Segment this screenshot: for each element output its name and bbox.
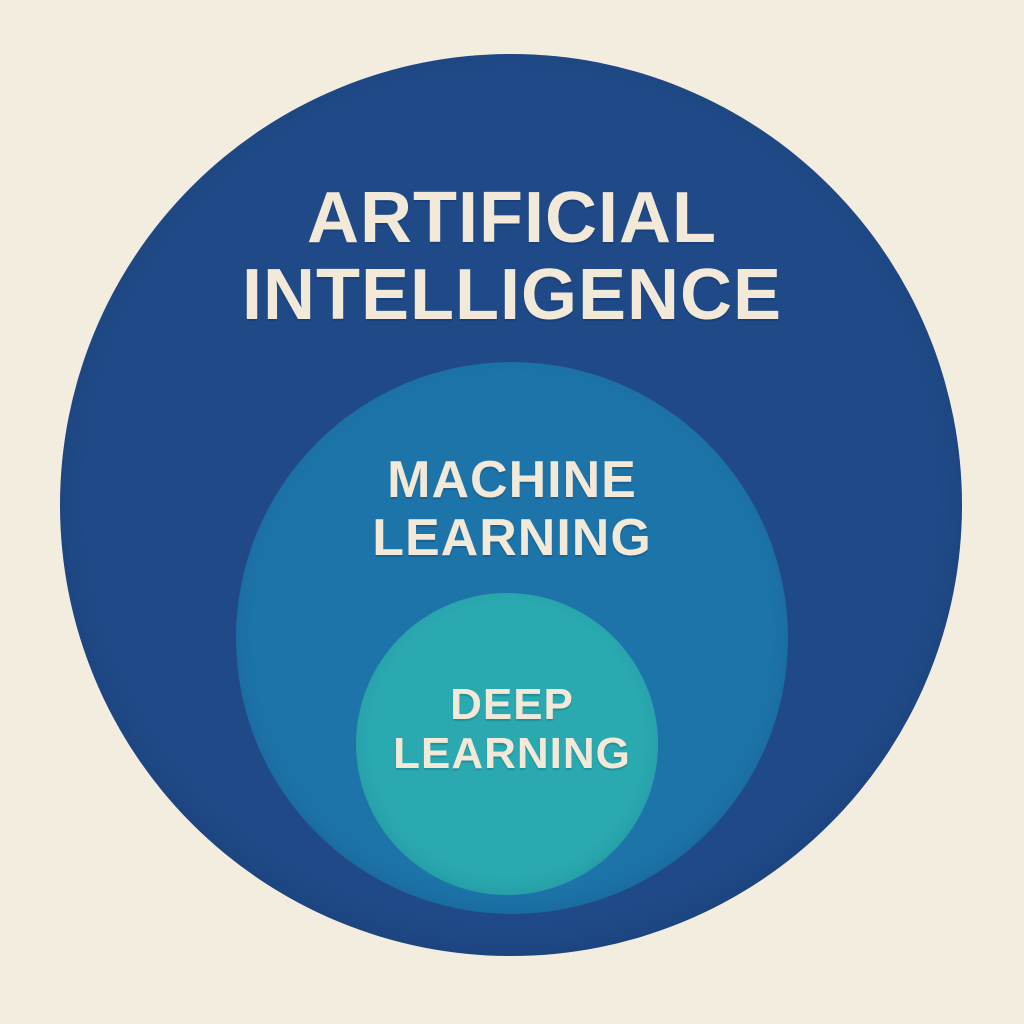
ai-label-line-2: INTELLIGENCE xyxy=(241,255,782,335)
deep-learning-label: DEEP LEARNING xyxy=(0,680,1024,778)
dl-label-line-1: DEEP xyxy=(450,680,574,729)
ml-label-line-1: MACHINE xyxy=(387,451,637,509)
ai-label-line-1: ARTIFICIAL xyxy=(307,178,717,258)
artificial-intelligence-label: ARTIFICIAL INTELLIGENCE xyxy=(0,180,1024,334)
dl-label-line-2: LEARNING xyxy=(393,729,631,778)
machine-learning-label: MACHINE LEARNING xyxy=(0,451,1024,567)
ml-label-line-2: LEARNING xyxy=(372,509,652,567)
deep-learning-circle xyxy=(356,593,658,895)
